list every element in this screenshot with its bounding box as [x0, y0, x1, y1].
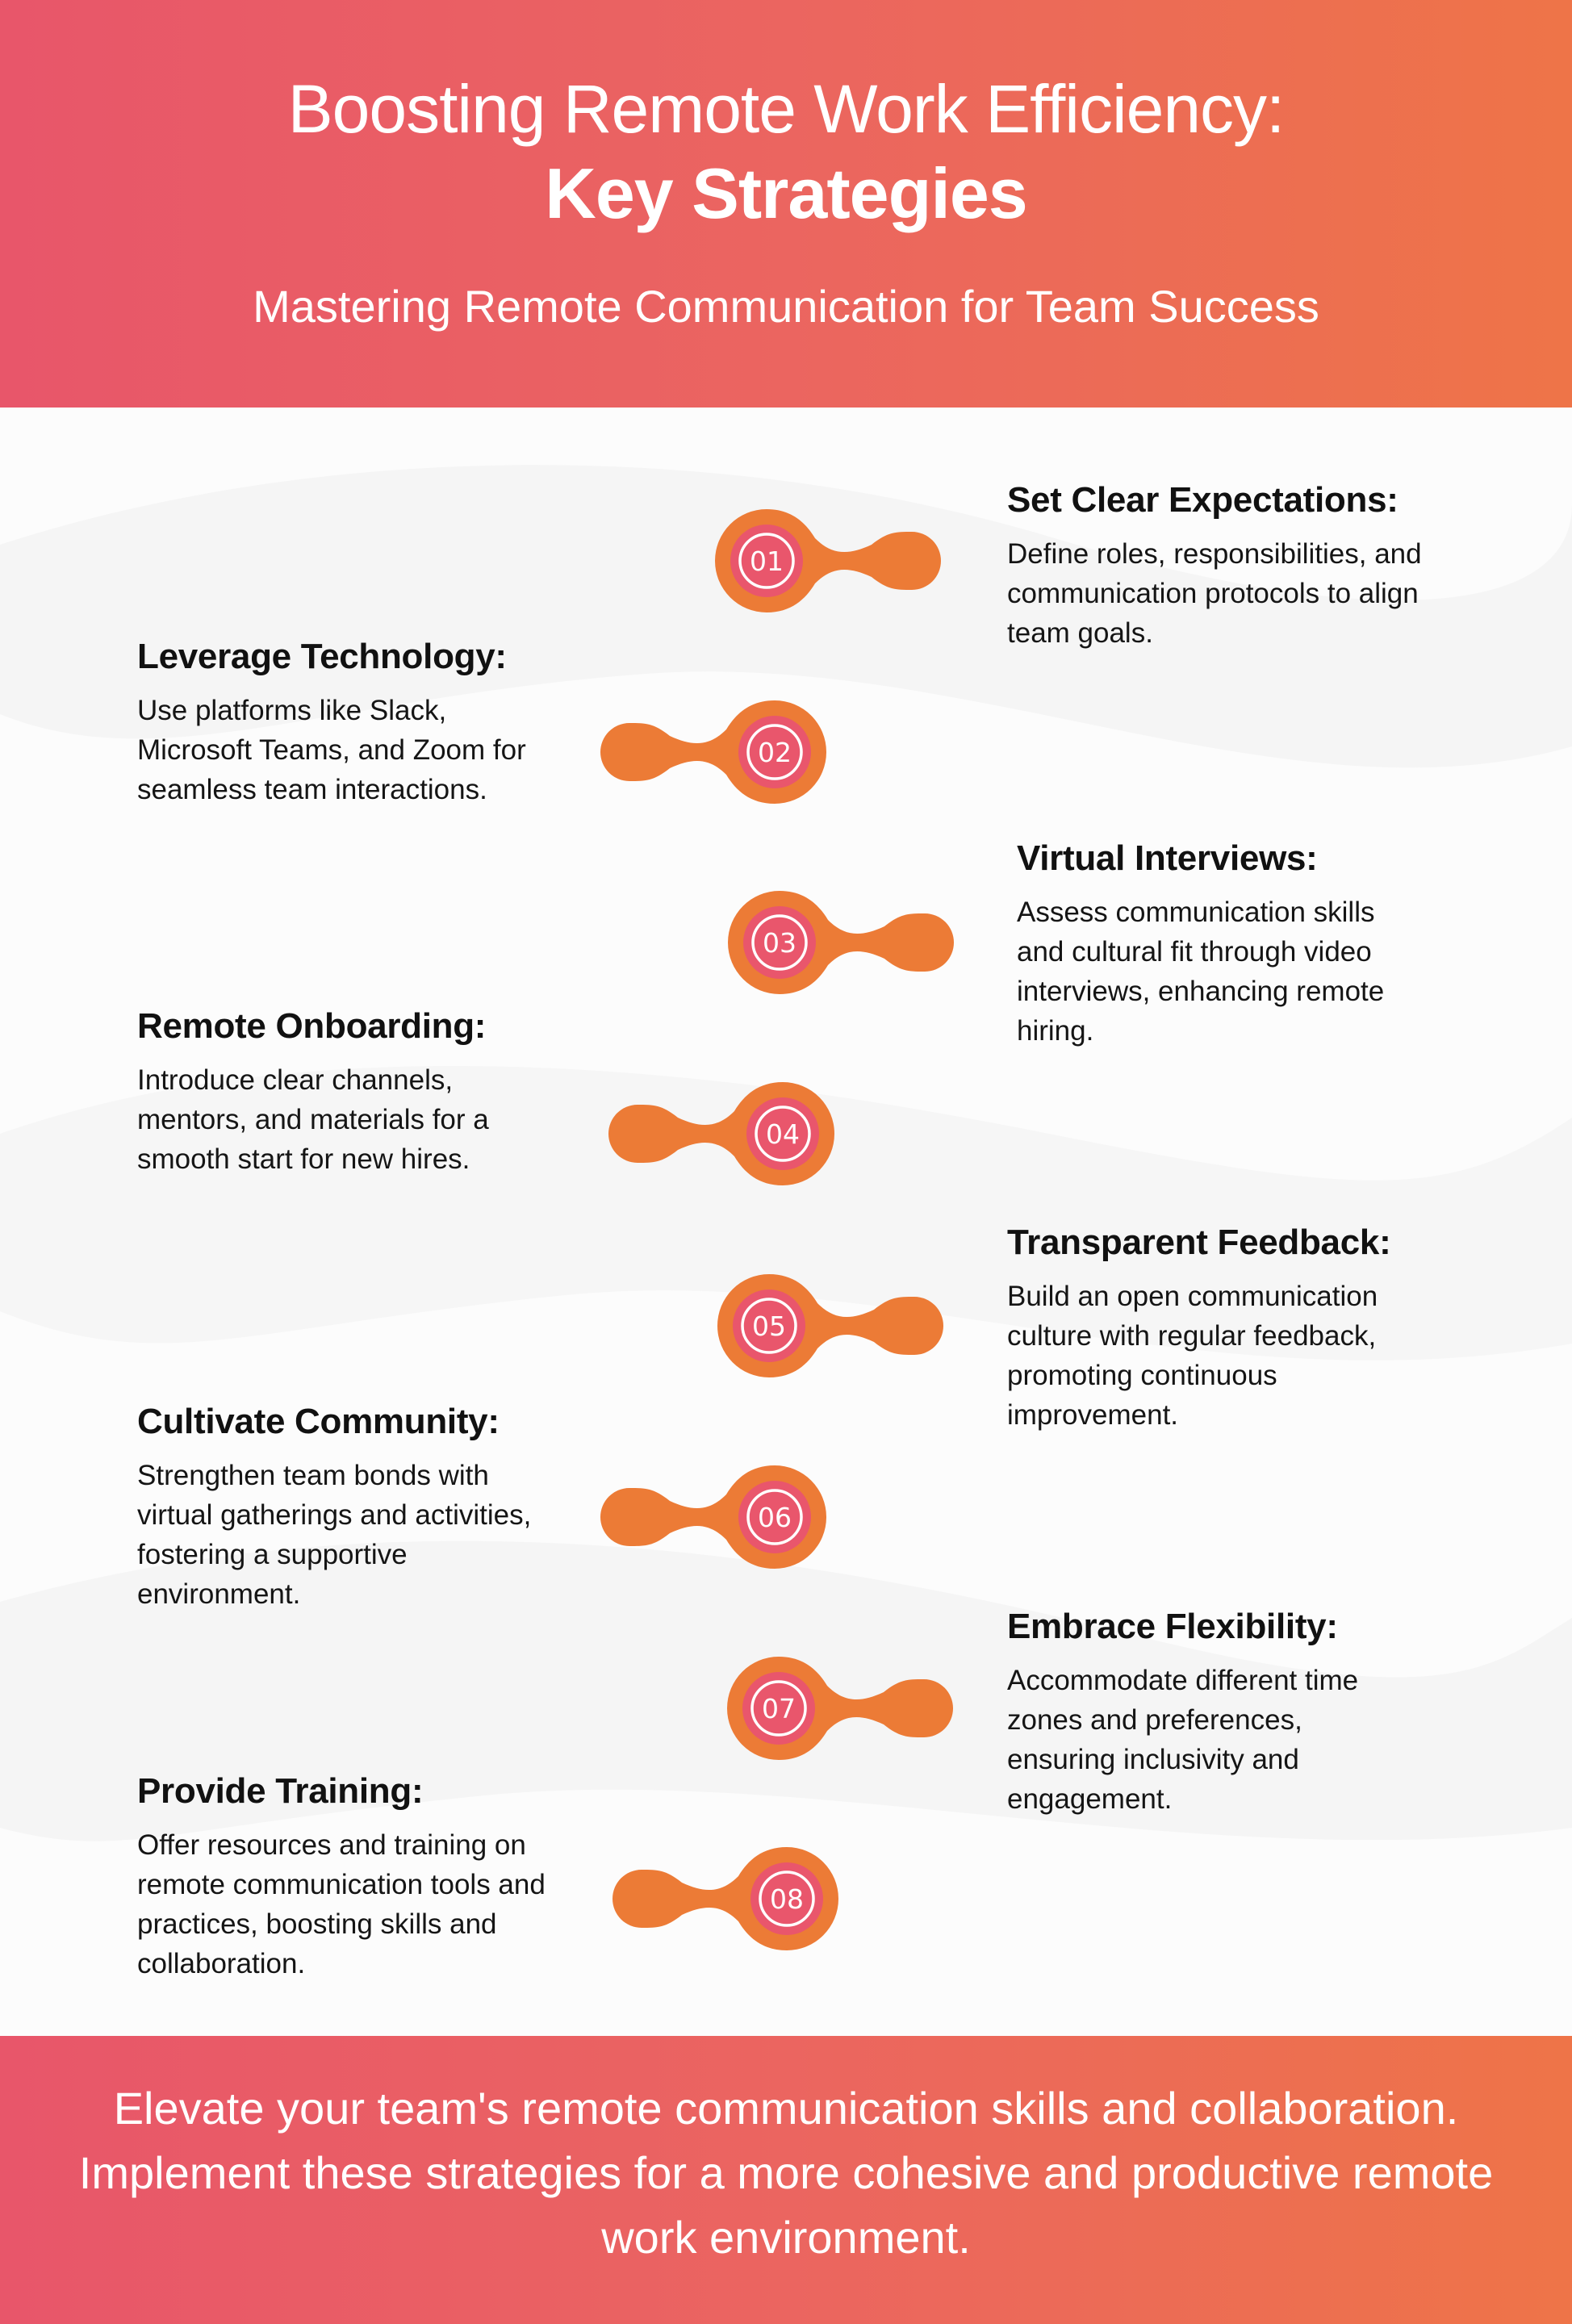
node-number-05: 05	[752, 1310, 786, 1342]
node-number-07: 07	[762, 1693, 796, 1724]
strategy-04: Remote Onboarding: Introduce clear chann…	[137, 1004, 492, 1179]
node-number-02: 02	[758, 737, 792, 768]
node-04	[608, 1082, 834, 1185]
node-05	[717, 1274, 943, 1377]
page-title-line1: Boosting Remote Work Efficiency:	[287, 71, 1286, 147]
strategy-description: Strengthen team bonds with virtual gathe…	[137, 1460, 532, 1610]
node-number-04: 04	[766, 1118, 800, 1150]
node-number-06: 06	[758, 1502, 792, 1533]
strategy-07: Embrace Flexibility: Accommodate differe…	[1007, 1604, 1403, 1819]
page-title-line2: Key Strategies	[545, 153, 1027, 233]
strategy-title: Virtual Interviews:	[1017, 838, 1318, 878]
strategy-title: Set Clear Expectations:	[1007, 480, 1398, 520]
strategy-05: Transparent Feedback: Build an open comm…	[1007, 1220, 1427, 1435]
node-06	[600, 1465, 826, 1569]
strategy-title: Leverage Technology:	[137, 637, 507, 676]
strategy-description: Define roles, responsibilities, and comm…	[1007, 538, 1422, 649]
strategy-description: Build an open communication culture with…	[1007, 1281, 1378, 1431]
strategy-description: Accommodate different time zones and pre…	[1007, 1665, 1359, 1815]
strategy-title: Embrace Flexibility:	[1007, 1607, 1338, 1646]
strategy-06: Cultivate Community: Strengthen team bon…	[137, 1399, 541, 1614]
footer-call-to-action: Elevate your team's remote communication…	[78, 2083, 1494, 2263]
strategy-description: Use platforms like Slack, Microsoft Team…	[137, 695, 526, 805]
node-01	[715, 509, 941, 612]
node-number-08: 08	[770, 1883, 804, 1915]
node-07	[727, 1657, 953, 1760]
node-08	[612, 1847, 838, 1950]
page-subtitle: Mastering Remote Communication for Team …	[253, 281, 1319, 332]
node-03	[728, 891, 954, 994]
strategy-description: Assess communication skills and cultural…	[1017, 897, 1385, 1047]
strategy-title: Provide Training:	[137, 1771, 424, 1811]
strategy-description: Offer resources and training on remote c…	[137, 1829, 546, 1979]
strategy-title: Transparent Feedback:	[1007, 1223, 1391, 1262]
header-banner: Boosting Remote Work Efficiency: Key Str…	[0, 0, 1572, 408]
node-02	[600, 700, 826, 804]
strategy-title: Remote Onboarding:	[137, 1006, 487, 1046]
strategy-description: Introduce clear channels, mentors, and m…	[137, 1064, 489, 1175]
node-number-03: 03	[763, 927, 796, 959]
strategy-03: Virtual Interviews: Assess communication…	[1017, 836, 1428, 1051]
strategy-08: Provide Training: Offer resources and tr…	[137, 1769, 557, 1983]
strategy-02: Leverage Technology: Use platforms like …	[137, 634, 533, 809]
footer-banner: Elevate your team's remote communication…	[0, 2036, 1572, 2324]
strategies-section	[0, 408, 1572, 2036]
strategy-title: Cultivate Community:	[137, 1402, 500, 1441]
strategy-01: Set Clear Expectations: Define roles, re…	[1007, 478, 1459, 653]
node-number-01: 01	[750, 545, 784, 577]
